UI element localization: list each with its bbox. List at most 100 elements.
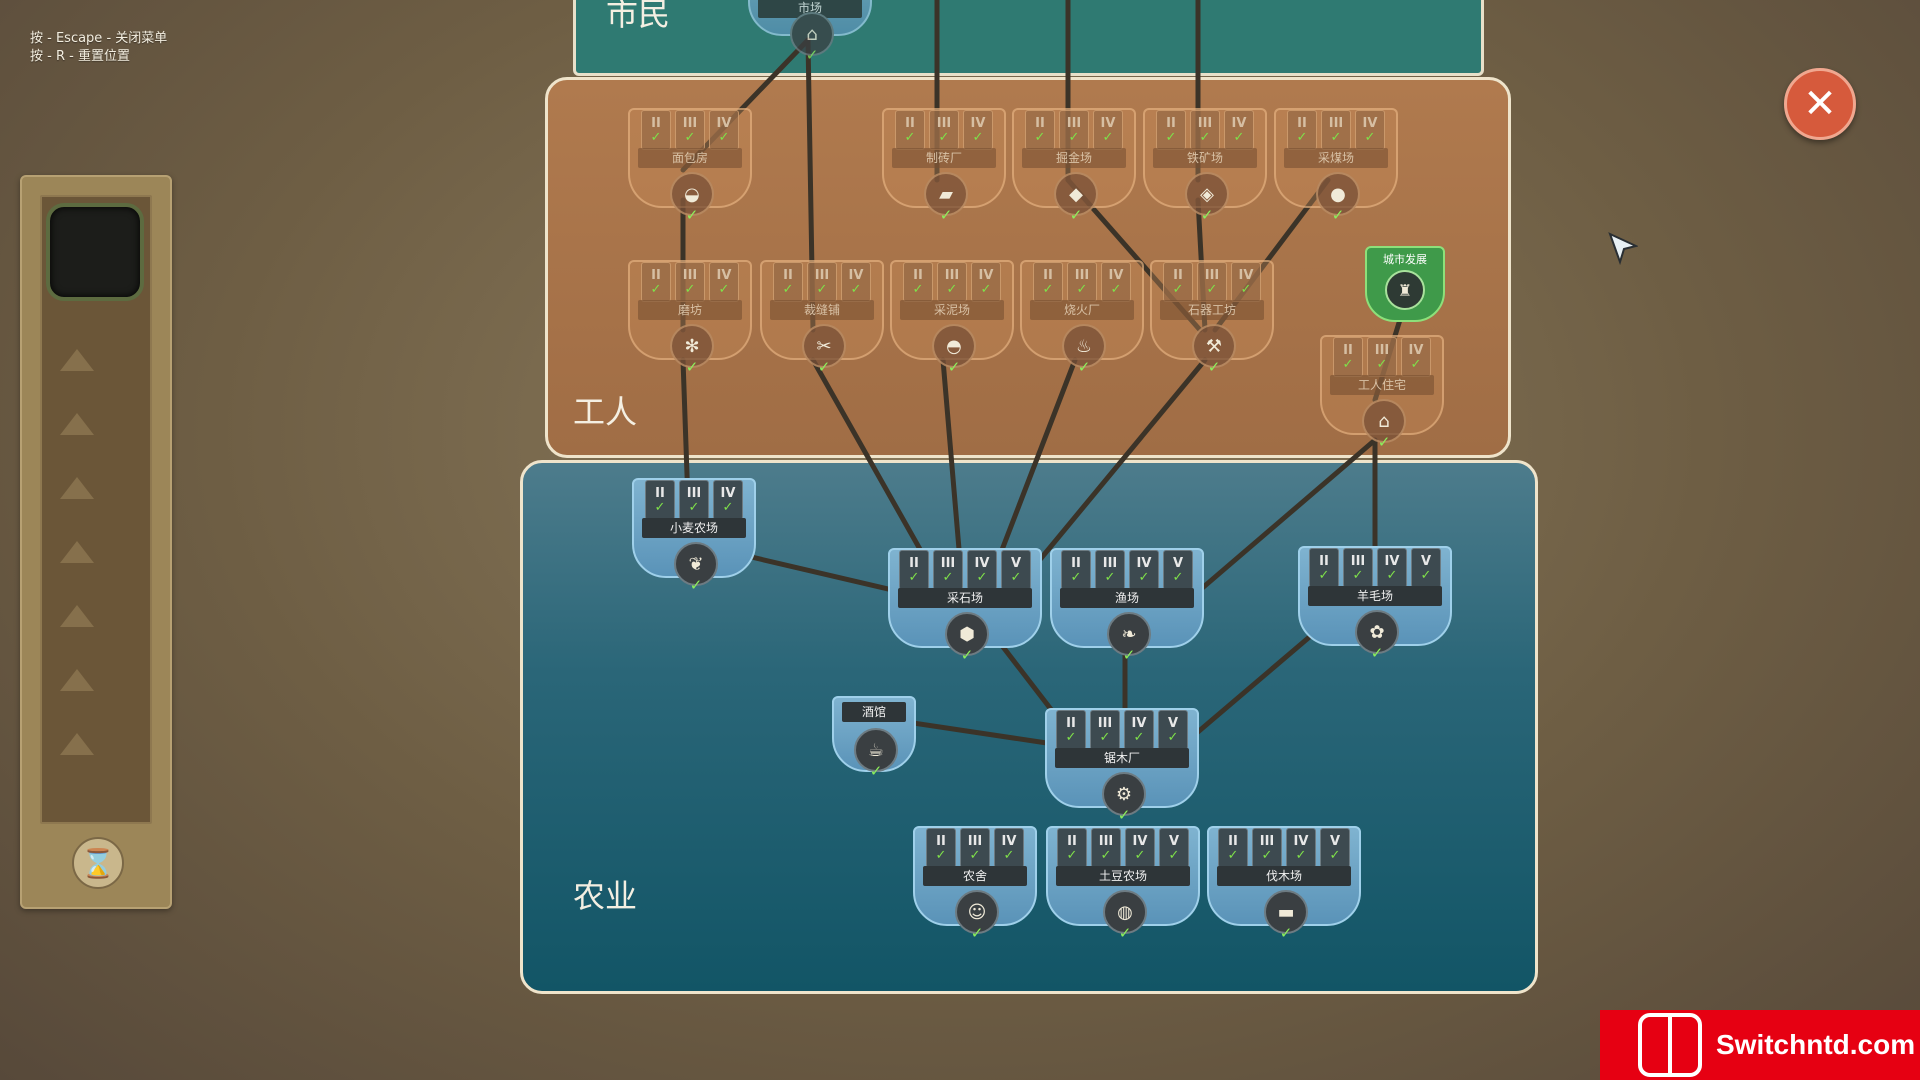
tier-upgrade-slot[interactable]: IV✓ xyxy=(1355,110,1385,150)
building-card[interactable]: II✓III✓IV✓V✓锯木厂⚙✓ xyxy=(1045,708,1199,824)
building-card[interactable]: II✓III✓IV✓面包房◒✓ xyxy=(628,108,752,224)
tier-upgrade-slot[interactable]: II✓ xyxy=(1025,110,1055,150)
tier-upgrade-slot[interactable]: III✓ xyxy=(679,480,709,520)
tier-upgrade-slot[interactable]: IV✓ xyxy=(1101,262,1131,302)
tier-upgrade-slot[interactable]: II✓ xyxy=(1218,828,1248,868)
building-name: 裁缝铺 xyxy=(770,300,874,320)
tier-upgrade-slot[interactable]: II✓ xyxy=(895,110,925,150)
tier-upgrade-slot[interactable]: III✓ xyxy=(960,828,990,868)
building-card[interactable]: II✓III✓IV✓采煤场●✓ xyxy=(1274,108,1398,224)
tier-row: II✓III✓IV✓ xyxy=(634,480,754,520)
city-development-node[interactable]: 城市发展 ♜ xyxy=(1365,246,1445,322)
building-card[interactable]: II✓III✓IV✓V✓渔场❧✓ xyxy=(1050,548,1204,664)
tier-upgrade-slot[interactable]: II✓ xyxy=(645,480,675,520)
building-card[interactable]: II✓III✓IV✓V✓伐木场▬✓ xyxy=(1207,826,1361,942)
tier-upgrade-slot[interactable]: II✓ xyxy=(1287,110,1317,150)
tier-upgrade-slot[interactable]: II✓ xyxy=(773,262,803,302)
building-card[interactable]: II✓III✓IV✓裁缝铺✂✓ xyxy=(760,260,884,376)
building-card[interactable]: II✓III✓IV✓小麦农场❦✓ xyxy=(632,478,756,594)
tier-upgrade-slot[interactable]: III✓ xyxy=(675,262,705,302)
tier-upgrade-slot[interactable]: III✓ xyxy=(675,110,705,150)
tier-upgrade-slot[interactable]: II✓ xyxy=(1061,550,1091,590)
tier-upgrade-slot[interactable]: IV✓ xyxy=(1129,550,1159,590)
tier-upgrade-slot[interactable]: III✓ xyxy=(1197,262,1227,302)
building-card[interactable]: II✓III✓IV✓V✓羊毛场✿✓ xyxy=(1298,546,1452,662)
watermark-text: Switchntd.com xyxy=(1716,1029,1916,1060)
tier-upgrade-slot[interactable]: III✓ xyxy=(1095,550,1125,590)
tier-upgrade-slot[interactable]: V✓ xyxy=(1163,550,1193,590)
building-card[interactable]: 市场⌂✓ xyxy=(748,0,872,64)
tier-upgrade-slot[interactable]: V✓ xyxy=(1159,828,1189,868)
tier-upgrade-slot[interactable]: II✓ xyxy=(641,110,671,150)
building-name: 烧火厂 xyxy=(1030,300,1134,320)
tier-upgrade-slot[interactable]: IV✓ xyxy=(1224,110,1254,150)
tier-upgrade-slot[interactable]: II✓ xyxy=(1033,262,1063,302)
tier-upgrade-slot[interactable]: IV✓ xyxy=(1093,110,1123,150)
tier-upgrade-slot[interactable]: III✓ xyxy=(1090,710,1120,750)
tier-upgrade-slot[interactable]: II✓ xyxy=(1056,710,1086,750)
tier-upgrade-slot[interactable]: III✓ xyxy=(1321,110,1351,150)
tier-upgrade-slot[interactable]: IV✓ xyxy=(1124,710,1154,750)
bread-icon: ◒✓ xyxy=(670,172,714,224)
portrait-frame[interactable] xyxy=(46,203,144,301)
tier-upgrade-slot[interactable]: III✓ xyxy=(1343,548,1373,588)
tier-upgrade-slot[interactable]: IV✓ xyxy=(1125,828,1155,868)
tier-upgrade-slot[interactable]: III✓ xyxy=(1252,828,1282,868)
tier-upgrade-slot[interactable]: II✓ xyxy=(899,550,929,590)
building-card[interactable]: II✓III✓IV✓制砖厂▰✓ xyxy=(882,108,1006,224)
tier-upgrade-slot[interactable]: IV✓ xyxy=(709,262,739,302)
tier-upgrade-slot[interactable]: IV✓ xyxy=(1231,262,1261,302)
building-card[interactable]: II✓III✓IV✓掘金场◆✓ xyxy=(1012,108,1136,224)
tier-upgrade-slot[interactable]: II✓ xyxy=(1163,262,1193,302)
tier-upgrade-slot[interactable]: IV✓ xyxy=(994,828,1024,868)
tier-upgrade-slot[interactable]: IV✓ xyxy=(1401,337,1431,377)
tier-upgrade-slot[interactable]: III✓ xyxy=(1067,262,1097,302)
tier-upgrade-slot[interactable]: III✓ xyxy=(937,262,967,302)
building-name: 伐木场 xyxy=(1217,866,1351,886)
tier-upgrade-slot[interactable]: III✓ xyxy=(1059,110,1089,150)
tier-upgrade-slot[interactable]: IV✓ xyxy=(971,262,1001,302)
tier-upgrade-slot[interactable]: III✓ xyxy=(1190,110,1220,150)
tier-upgrade-slot[interactable]: III✓ xyxy=(1091,828,1121,868)
tier-row: II✓III✓IV✓V✓ xyxy=(890,550,1040,590)
tier-upgrade-slot[interactable]: IV✓ xyxy=(709,110,739,150)
building-card[interactable]: II✓III✓IV✓石器工坊⚒✓ xyxy=(1150,260,1274,376)
building-card[interactable]: II✓III✓IV✓V✓土豆农场◍✓ xyxy=(1046,826,1200,942)
building-card[interactable]: II✓III✓IV✓V✓采石场⬢✓ xyxy=(888,548,1042,664)
building-card[interactable]: II✓III✓IV✓农舍☺✓ xyxy=(913,826,1037,942)
tier-upgrade-slot[interactable]: II✓ xyxy=(1309,548,1339,588)
tier-row: II✓III✓IV✓ xyxy=(1276,110,1396,150)
building-name: 磨坊 xyxy=(638,300,742,320)
tier-upgrade-slot[interactable]: V✓ xyxy=(1411,548,1441,588)
building-card[interactable]: II✓III✓IV✓磨坊✻✓ xyxy=(628,260,752,376)
building-card[interactable]: II✓III✓IV✓工人住宅⌂✓ xyxy=(1320,335,1444,451)
tier-upgrade-slot[interactable]: IV✓ xyxy=(1377,548,1407,588)
tier-upgrade-slot[interactable]: II✓ xyxy=(1057,828,1087,868)
tier-upgrade-slot[interactable]: V✓ xyxy=(1001,550,1031,590)
tier-upgrade-slot[interactable]: III✓ xyxy=(933,550,963,590)
gold-icon: ◆✓ xyxy=(1054,172,1098,224)
tier-upgrade-slot[interactable]: II✓ xyxy=(1156,110,1186,150)
tier-upgrade-slot[interactable]: II✓ xyxy=(903,262,933,302)
tier-upgrade-slot[interactable]: IV✓ xyxy=(1286,828,1316,868)
tier-row: II✓III✓IV✓ xyxy=(892,262,1012,302)
tier-upgrade-slot[interactable]: III✓ xyxy=(807,262,837,302)
building-card[interactable]: II✓III✓IV✓烧火厂♨✓ xyxy=(1020,260,1144,376)
tier-upgrade-slot[interactable]: IV✓ xyxy=(713,480,743,520)
farmer-icon: ☺✓ xyxy=(955,890,999,942)
hourglass-icon[interactable]: ⌛ xyxy=(72,837,124,889)
tier-upgrade-slot[interactable]: V✓ xyxy=(1158,710,1188,750)
tier-upgrade-slot[interactable]: II✓ xyxy=(1333,337,1363,377)
tier-upgrade-slot[interactable]: II✓ xyxy=(926,828,956,868)
building-card[interactable]: II✓III✓IV✓采泥场◓✓ xyxy=(890,260,1014,376)
close-button[interactable]: ✕ xyxy=(1784,68,1856,140)
tier-upgrade-slot[interactable]: IV✓ xyxy=(841,262,871,302)
tier-upgrade-slot[interactable]: II✓ xyxy=(641,262,671,302)
building-card[interactable]: II✓III✓IV✓铁矿场◈✓ xyxy=(1143,108,1267,224)
building-card-tavern[interactable]: 酒馆 ☕✓ xyxy=(832,696,916,780)
tier-upgrade-slot[interactable]: III✓ xyxy=(929,110,959,150)
tier-upgrade-slot[interactable]: III✓ xyxy=(1367,337,1397,377)
tier-upgrade-slot[interactable]: IV✓ xyxy=(967,550,997,590)
tier-upgrade-slot[interactable]: IV✓ xyxy=(963,110,993,150)
tier-upgrade-slot[interactable]: V✓ xyxy=(1320,828,1350,868)
